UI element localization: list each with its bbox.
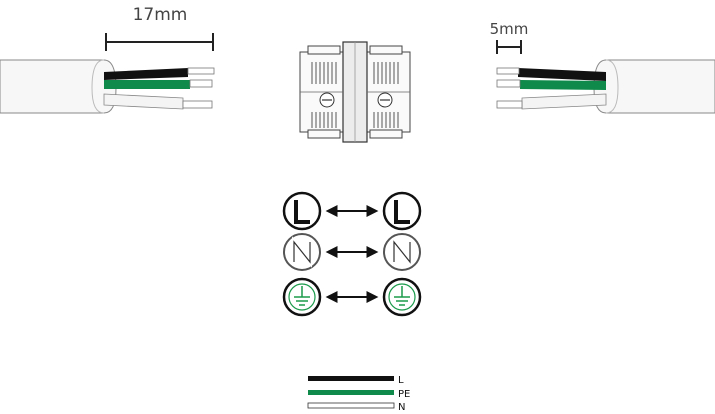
earth-symbol-left — [284, 279, 320, 315]
legend-item-earth: PE — [308, 389, 410, 400]
line-symbol-left — [284, 193, 320, 229]
connection-row-neutral — [284, 234, 420, 270]
right-wire-line — [497, 68, 606, 81]
strip-length-dimension: 17mm — [106, 5, 213, 51]
left-wire-neutral — [104, 94, 212, 109]
connection-row-earth — [284, 279, 420, 315]
left-wire-earth — [104, 80, 212, 89]
earth-symbol-right — [384, 279, 420, 315]
legend-item-line: L — [308, 375, 404, 386]
legend-item-neutral: N — [308, 402, 405, 413]
line-symbol-right — [384, 193, 420, 229]
legend-label-line: L — [398, 375, 404, 386]
legend-label-earth: PE — [398, 389, 410, 400]
connection-row-line — [284, 193, 420, 229]
right-wire-neutral — [497, 94, 606, 109]
legend-label-neutral: N — [398, 402, 405, 413]
right-cable-jacket — [594, 60, 715, 113]
neutral-symbol-left — [284, 234, 320, 270]
right-cable: 5mm — [490, 20, 715, 113]
conductor-strip-label: 5mm — [490, 20, 529, 38]
strip-length-label: 17mm — [133, 5, 188, 25]
connector-drawing — [300, 42, 410, 142]
left-cable: 17mm — [0, 5, 214, 113]
neutral-symbol-right — [384, 234, 420, 270]
wire-legend: L PE N — [308, 375, 410, 413]
left-wire-line — [104, 68, 214, 80]
right-wire-earth — [497, 80, 606, 90]
left-cable-jacket — [0, 60, 116, 113]
conductor-strip-dimension: 5mm — [490, 20, 529, 54]
